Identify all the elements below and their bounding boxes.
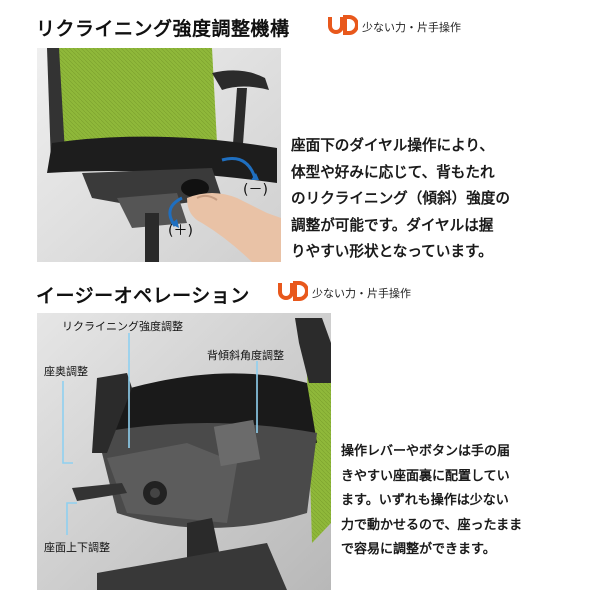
- ud-badge-2: [278, 281, 309, 305]
- section2-line-4: 力で動かせるので、座ったまま: [341, 517, 523, 533]
- callout-recline-strength: リクライニング強度調整: [62, 320, 183, 333]
- section1-line-5: りやすい形状となっています。: [291, 243, 493, 260]
- plus-label: (＋): [168, 223, 193, 239]
- section1-description: 座面下のダイヤル操作により、 体型や好みに応じて、背もたれ のリクライニング（傾…: [291, 133, 510, 266]
- section2-title: イージーオペレーション: [36, 285, 250, 307]
- dial-photo: (－) (＋): [37, 48, 281, 262]
- section2-description: 操作レバーやボタンは手の届 きやすい座面裏に配置してい ます。いずれも操作は少な…: [341, 440, 522, 563]
- section2-line-5: で容易に調整ができます。: [341, 542, 496, 557]
- ud-badge-1-text: 少ない力・片手操作: [362, 21, 461, 34]
- callout-back-tilt: 背傾斜角度調整: [207, 349, 284, 362]
- section1-line-1: 座面下のダイヤル操作により、: [291, 137, 494, 154]
- section2-line-3: ます。いずれも操作は少ない: [341, 493, 509, 508]
- callout-seat-height: 座面上下調整: [44, 541, 110, 554]
- section2-line-1: 操作レバーやボタンは手の届: [341, 444, 511, 459]
- ud-logo-icon: [278, 281, 309, 301]
- underside-photo: リクライニング強度調整 背傾斜角度調整 座奥調整 座面上下調整: [37, 313, 331, 590]
- section1-line-3: のリクライニング（傾斜）強度の: [291, 190, 510, 207]
- section1-line-2: 体型や好みに応じて、背もたれ: [291, 163, 495, 181]
- callout-seat-depth: 座奥調整: [44, 365, 88, 378]
- section1-title: リクライニング強度調整機構: [36, 18, 290, 40]
- minus-label: (－): [243, 182, 268, 198]
- section2-line-2: きやすい座面裏に配置してい: [341, 468, 510, 484]
- section1-line-4: 調整が可能です。ダイヤルは握: [291, 216, 494, 234]
- ud-logo-icon: [328, 15, 359, 35]
- ud-badge-1: [328, 15, 359, 39]
- ud-badge-2-text: 少ない力・片手操作: [312, 287, 411, 300]
